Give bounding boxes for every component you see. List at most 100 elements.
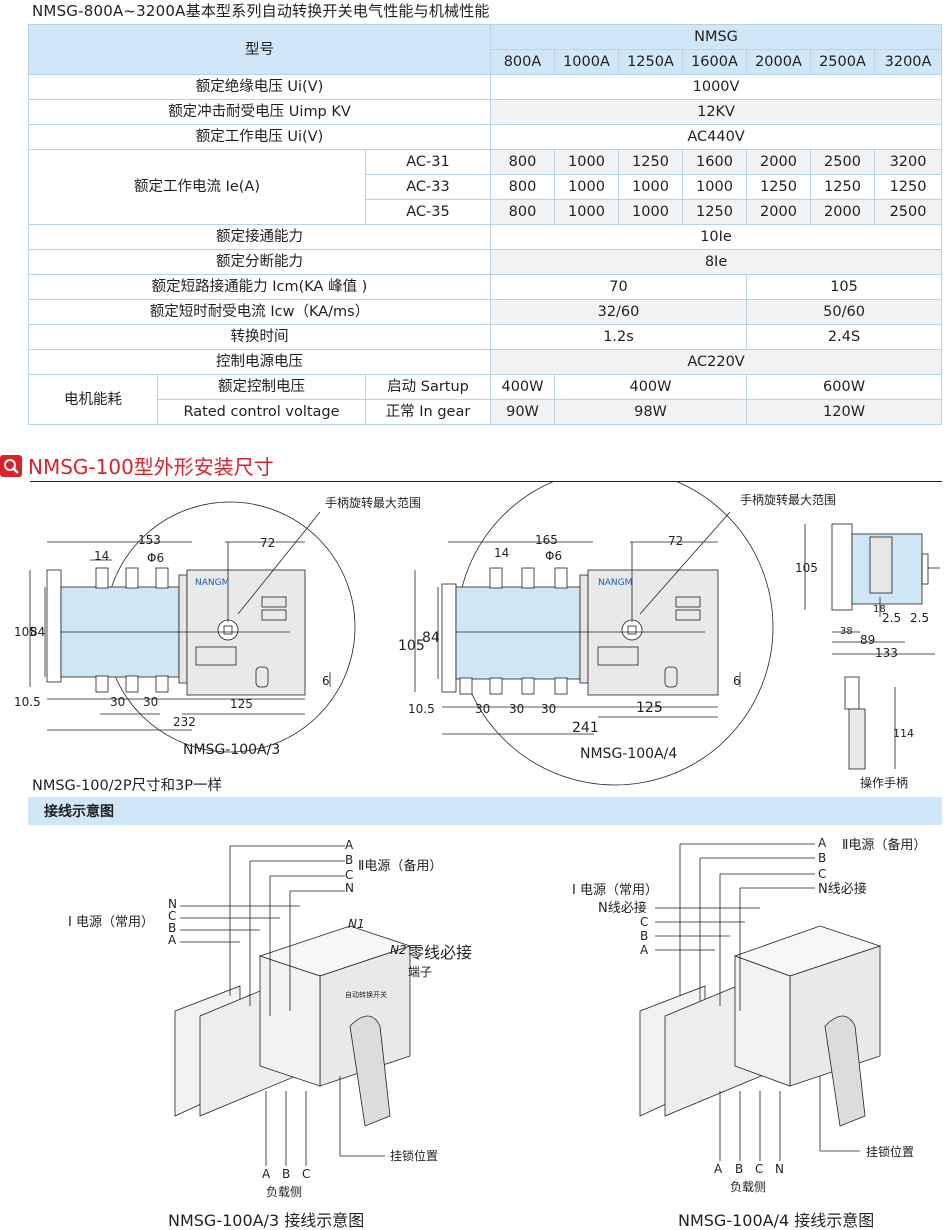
brand-logo: NANGM: [598, 578, 632, 588]
ac33-label: AC-33: [365, 174, 491, 200]
dim-label: 38: [840, 626, 853, 637]
dim-label: 6: [733, 674, 741, 688]
icm-value-b: 105: [745, 274, 943, 300]
rating-3200: 3200A: [873, 49, 943, 75]
rated-ctrl-cn: 额定控制电压: [157, 374, 366, 400]
rating-2500: 2500A: [810, 49, 875, 75]
handle-range-label: 手柄旋转最大范围: [740, 492, 836, 507]
table-cell: 800: [490, 149, 555, 175]
rated-ctrl-en: Rated control voltage: [157, 399, 366, 425]
dim-label: 232: [173, 715, 196, 729]
dim-label: 10.5: [408, 702, 435, 716]
table-cell: 1000: [554, 199, 619, 225]
icm-value-a: 70: [490, 274, 747, 300]
n-required-label: N线必接: [818, 881, 867, 897]
terminal-label: 端子: [408, 965, 432, 979]
dim-label: 84: [30, 625, 45, 639]
wire-label: N: [345, 881, 354, 895]
load-side-label: 负载侧: [266, 1185, 302, 1199]
terminal-n2: N2: [390, 943, 407, 957]
table-cell: 2500: [873, 199, 943, 225]
dim-label: 2.5: [882, 611, 901, 625]
dim-label: 241: [572, 720, 599, 736]
wire-label: C: [818, 867, 826, 881]
dim-label: 105: [795, 561, 818, 575]
dim-label: 30: [541, 702, 556, 716]
wire-label: N: [775, 1162, 784, 1176]
note-2p: NMSG-100/2P尺寸和3P一样: [32, 778, 223, 794]
table-cell: 1250: [746, 174, 811, 200]
wiring-caption: NMSG-100A/3 接线示意图: [168, 1211, 364, 1230]
dim-label: 18: [873, 604, 886, 615]
terminal-n1: N1: [348, 917, 365, 931]
wire-label: A: [168, 933, 177, 947]
op-voltage-label: 额定工作电压 Ui(V): [28, 124, 491, 150]
rating-2000: 2000A: [746, 49, 811, 75]
dim-label: 72: [668, 534, 683, 548]
table-cell: 2000: [746, 149, 811, 175]
switch-time-a: 1.2s: [490, 324, 747, 350]
spec-table: 型号 NMSG 800A 1000A 1250A 1600A 2000A 250…: [28, 24, 943, 425]
wiring-diagrams: A B C N Ⅱ电源（备用） Ⅰ 电源（常用） N C B A N1 N2 零…: [68, 836, 926, 1230]
wire-label: C: [640, 915, 648, 929]
wiring-caption: NMSG-100A/4 接线示意图: [678, 1211, 874, 1230]
handle-range-label: 手柄旋转最大范围: [325, 495, 421, 510]
startup-value: 600W: [745, 374, 943, 400]
dim-label: 6: [322, 674, 330, 688]
ac31-label: AC-31: [365, 149, 491, 175]
dim-label: Φ6: [545, 549, 562, 563]
dim-label: 133: [875, 646, 898, 660]
wire-label: B: [640, 929, 648, 943]
impulse-value: 12KV: [489, 99, 943, 125]
normal-source-label: Ⅰ 电源（常用）: [68, 915, 154, 930]
dim-label: 10.5: [14, 695, 41, 709]
table-cell: 1250: [810, 174, 875, 200]
breaking-label: 额定分断能力: [28, 249, 491, 275]
insulation-value: 1000V: [489, 74, 943, 100]
dim-label: 125: [230, 697, 253, 711]
ingear-value: 90W: [490, 399, 555, 425]
wire-label: A: [714, 1162, 723, 1176]
dim-label: 30: [475, 702, 490, 716]
section-wiring-header: 接线示意图: [28, 797, 942, 825]
wire-label: N: [168, 897, 177, 911]
impulse-label: 额定冲击耐受电压 Uimp KV: [28, 99, 491, 125]
rating-1600: 1600A: [682, 49, 747, 75]
drawing-caption: NMSG-100A/3: [183, 742, 280, 758]
table-cell: 1250: [873, 174, 943, 200]
startup-label: 启动 Sartup: [365, 374, 491, 400]
dim-label: 105: [398, 638, 425, 654]
table-cell: 1000: [554, 149, 619, 175]
dim-label: 153: [138, 533, 161, 547]
wire-label: C: [755, 1162, 763, 1176]
load-side-label: 负载侧: [730, 1180, 766, 1194]
dim-label: 30: [509, 702, 524, 716]
icw-value-a: 32/60: [490, 299, 747, 325]
padlock-position-label: 挂锁位置: [390, 1148, 438, 1163]
table-cell: 2000: [746, 199, 811, 225]
table-cell: 1000: [682, 174, 747, 200]
dim-label: Φ6: [147, 551, 164, 565]
icw-label: 额定短时耐受电流 Icw（KA/ms）: [28, 299, 491, 325]
ctrl-supply-value: AC220V: [489, 349, 943, 375]
dim-label: 30: [110, 695, 125, 709]
dim-label: 84: [422, 630, 440, 646]
making-value: 10Ie: [489, 224, 943, 250]
dim-label: 14: [494, 546, 509, 560]
ctrl-supply-label: 控制电源电压: [28, 349, 491, 375]
table-cell: 1250: [618, 149, 683, 175]
section-title: 接线示意图: [44, 804, 114, 820]
table-cell: 1000: [618, 199, 683, 225]
table-cell: 2500: [810, 149, 875, 175]
dim-label: 14: [94, 549, 109, 563]
table-cell: 800: [490, 199, 555, 225]
drawing-caption: NMSG-100A/4: [580, 746, 677, 762]
breaking-value: 8Ie: [489, 249, 943, 275]
ingear-label: 正常 In gear: [365, 399, 491, 425]
handle-caption: 操作手柄: [860, 775, 908, 790]
wire-label: B: [168, 921, 176, 935]
device-label: 自动转换开关: [345, 990, 387, 999]
op-voltage-value: AC440V: [489, 124, 943, 150]
ac35-label: AC-35: [365, 199, 491, 225]
rating-1250: 1250A: [618, 49, 683, 75]
